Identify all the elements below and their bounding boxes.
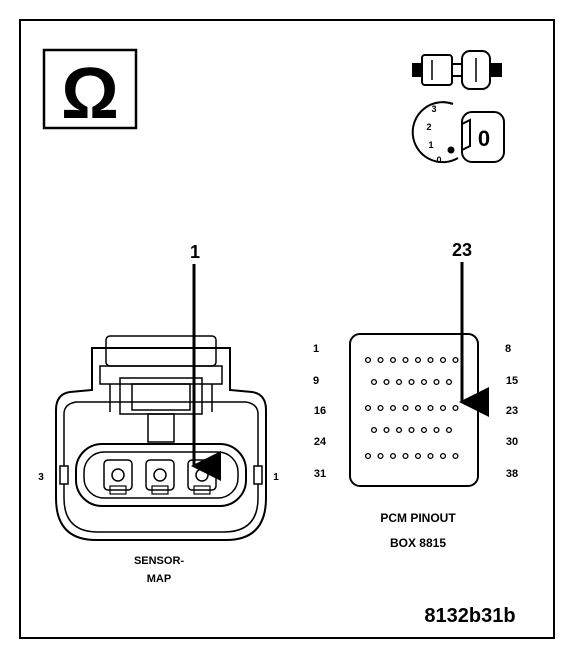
pcm-label-line1: PCM PINOUT [380, 511, 456, 525]
ignition-position-1: 1 [428, 140, 433, 150]
pcm-row5-end: 38 [506, 468, 518, 480]
pcm-row2-start: 9 [313, 375, 319, 387]
pcm-row-start-labels: 1 9 16 24 31 [313, 343, 327, 480]
pcm-row4-end: 30 [506, 436, 518, 448]
ignition-position-2: 2 [426, 122, 431, 132]
pcm-pin [452, 452, 459, 460]
pcm-pin [427, 404, 434, 412]
pcm-pin [389, 452, 397, 460]
pcm-row5-start: 31 [314, 468, 326, 480]
ignition-position-0: 0 [436, 155, 441, 165]
pcm-pin [452, 404, 459, 412]
pcm-pin [433, 378, 440, 386]
pcm-pin [445, 378, 453, 386]
sensor-label-line2: MAP [147, 573, 171, 585]
ohmmeter-icon: Ω [42, 48, 138, 134]
pcm-row1-end: 8 [505, 343, 511, 355]
pcm-row2-end: 15 [506, 375, 518, 387]
pcm-pin [408, 426, 415, 434]
pcm-pin-grid [364, 356, 459, 460]
pcm-pin [420, 378, 428, 386]
pcm-pin [402, 356, 409, 364]
diagram-border [19, 19, 555, 639]
pcm-row-end-labels: 8 15 23 30 38 [505, 343, 518, 480]
pcm-pin [364, 452, 372, 460]
pcm-pin [452, 356, 459, 364]
pcm-pin [395, 378, 403, 386]
pcm-pin [383, 378, 390, 386]
sensor-callout-pin: 1 [190, 242, 200, 262]
pcm-pin [402, 452, 409, 460]
pcm-pin [364, 356, 372, 364]
pcm-pin [370, 378, 378, 386]
pcm-pin [377, 404, 384, 412]
pcm-callout-pin: 23 [452, 240, 472, 260]
pcm-pin [439, 452, 447, 460]
pcm-pin [408, 378, 415, 386]
sensor-label-line1: SENSOR- [134, 555, 184, 567]
pcm-pin [439, 404, 447, 412]
pcm-pin [445, 426, 453, 434]
pcm-row3-end: 23 [506, 405, 518, 417]
pcm-row4-start: 24 [314, 436, 327, 448]
pcm-pin [377, 452, 384, 460]
ignition-key-icon: 0 3 2 1 0 [411, 101, 505, 165]
pcm-pin [433, 426, 440, 434]
pcm-row1-start: 1 [313, 343, 319, 355]
pcm-pin [420, 426, 428, 434]
pcm-pin [427, 452, 434, 460]
pcm-pin [439, 356, 447, 364]
pcm-pin [414, 452, 422, 460]
pcm-pin [377, 356, 384, 364]
disconnected-connector-icon [412, 50, 502, 90]
pcm-row3-start: 16 [314, 405, 326, 417]
pcm-label-line2: BOX 8815 [390, 536, 446, 550]
pcm-pin [414, 356, 422, 364]
pcm-pin [370, 426, 378, 434]
sensor-right-pin: 1 [273, 472, 279, 483]
pcm-pin [389, 356, 397, 364]
ignition-key-label: 0 [478, 126, 490, 151]
pcm-pin [395, 426, 403, 434]
ignition-position-3: 3 [431, 104, 436, 114]
sensor-left-pin: 3 [38, 472, 44, 483]
sensor-connector [55, 335, 267, 541]
ohmmeter-symbol: Ω [61, 54, 119, 134]
pcm-pin [414, 404, 422, 412]
pcm-pin [427, 356, 434, 364]
pcm-pin [383, 426, 390, 434]
pcm-pin [402, 404, 409, 412]
figure-id: 8132b31b [424, 605, 515, 627]
pcm-pin [389, 404, 397, 412]
pcm-pin [364, 404, 372, 412]
